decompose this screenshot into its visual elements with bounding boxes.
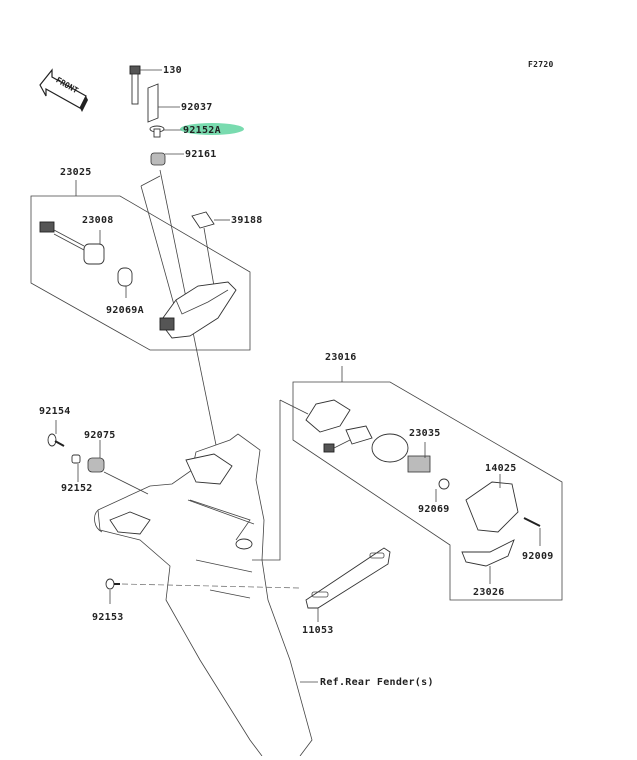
figure-id: F2720	[528, 60, 554, 69]
socket-23035	[371, 433, 431, 473]
part-label-92037[interactable]: 92037	[181, 102, 213, 113]
part-label-23008[interactable]: 23008	[82, 215, 114, 226]
part-label-92161[interactable]: 92161	[185, 149, 217, 160]
screw-92009	[523, 517, 541, 546]
part-label-14025[interactable]: 14025	[485, 463, 517, 474]
part-label-23025[interactable]: 23025	[60, 167, 92, 178]
part-label-92152[interactable]: 92152	[61, 483, 93, 494]
part-label-92075[interactable]: 92075	[84, 430, 116, 441]
grommet-92161	[150, 152, 184, 166]
part-label-92069[interactable]: 92069	[418, 504, 450, 515]
bolt-130	[129, 65, 162, 105]
screw-92153	[105, 578, 120, 604]
screw-92154	[47, 420, 65, 447]
label-sticker-39188	[191, 211, 230, 287]
highlight-marker	[180, 123, 244, 135]
license-lamp-base	[305, 399, 373, 453]
rear-fender	[94, 433, 313, 757]
socket-23008	[39, 221, 105, 265]
part-label-23035[interactable]: 23035	[409, 428, 441, 439]
bulb-92069A	[117, 267, 133, 298]
part-label-23026[interactable]: 23026	[473, 587, 505, 598]
assembly-box-23016	[252, 366, 563, 601]
grommet-92075	[87, 440, 149, 495]
collar-92152	[71, 454, 81, 482]
bracket-92037	[147, 83, 180, 123]
part-label-92153[interactable]: 92153	[92, 612, 124, 623]
front-arrow-icon: FRONT	[39, 68, 88, 112]
part-label-11053[interactable]: 11053	[302, 625, 334, 636]
bracket-11053	[305, 547, 391, 622]
part-label-39188[interactable]: 39188	[231, 215, 263, 226]
part-label-130[interactable]: 130	[163, 65, 182, 76]
part-label-92009[interactable]: 92009	[522, 551, 554, 562]
reference-note[interactable]: Ref.Rear Fender(s)	[320, 677, 434, 688]
cover-23026	[461, 539, 515, 584]
assembly-box-23025	[30, 180, 251, 351]
part-label-92154[interactable]: 92154	[39, 406, 71, 417]
part-label-92152A[interactable]: 92152A	[183, 125, 221, 136]
bulb-92069	[435, 478, 450, 502]
collar-92152A	[149, 123, 244, 138]
lens-14025	[465, 474, 519, 533]
turn-signal-lens	[159, 281, 237, 339]
part-label-23016[interactable]: 23016	[325, 352, 357, 363]
part-label-92069A[interactable]: 92069A	[106, 305, 144, 316]
